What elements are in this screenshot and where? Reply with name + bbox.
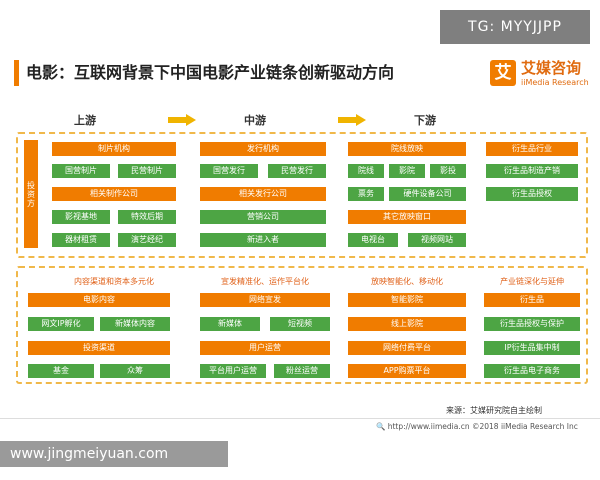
node-chain: 院线 bbox=[348, 164, 384, 178]
node-state-distribution: 国营发行 bbox=[200, 164, 258, 178]
node-other-windows: 其它放映窗口 bbox=[348, 210, 466, 224]
node-crowdfunding: 众筹 bbox=[100, 364, 170, 378]
node-film-base: 影视基地 bbox=[52, 210, 110, 224]
node-derivative-manufacture: 衍生品制造产销 bbox=[486, 164, 578, 178]
node-license-protection: 衍生品授权与保护 bbox=[484, 317, 580, 331]
direction-label: 宣发精准化、运作平台化 bbox=[221, 277, 309, 286]
node-new-media: 新媒体 bbox=[200, 317, 260, 331]
node-cinema-chain: 院线放映 bbox=[348, 142, 466, 156]
node-smart-cinema: 智能影院 bbox=[348, 293, 466, 307]
title-accent-bar bbox=[14, 60, 19, 86]
footer-copyright: 🔍 http://www.iimedia.cn ©2018 iiMedia Re… bbox=[376, 422, 578, 431]
direction-label: 产业链深化与延伸 bbox=[500, 277, 564, 286]
stage-downstream: 下游 bbox=[414, 114, 436, 127]
logo-name-en: iiMedia Research bbox=[521, 78, 589, 87]
node-cinema-invest: 影投 bbox=[430, 164, 466, 178]
node-paid-platform: 网络付费平台 bbox=[348, 341, 466, 355]
top-section-frame bbox=[16, 132, 588, 258]
logo-mark: 艾 bbox=[490, 60, 516, 86]
node-web-novel-ip: 网文IP孵化 bbox=[28, 317, 94, 331]
node-ticketing: 票务 bbox=[348, 187, 384, 201]
direction-label: 内容渠道和资本多元化 bbox=[74, 277, 154, 286]
node-distribution-org: 发行机构 bbox=[200, 142, 326, 156]
node-talent-agency: 演艺经纪 bbox=[118, 233, 176, 247]
node-private-production: 民营制片 bbox=[118, 164, 176, 178]
node-private-distribution: 民营发行 bbox=[268, 164, 326, 178]
node-video-site: 视频网站 bbox=[408, 233, 466, 247]
node-film-content: 电影内容 bbox=[28, 293, 170, 307]
node-online-cinema: 线上影院 bbox=[348, 317, 466, 331]
node-user-operation: 用户运营 bbox=[200, 341, 330, 355]
node-marketing: 营销公司 bbox=[200, 210, 326, 224]
node-hardware: 硬件设备公司 bbox=[389, 187, 466, 201]
watermark-bottom: www.jingmeiyuan.com bbox=[0, 441, 228, 467]
node-derivatives-industry: 衍生品行业 bbox=[486, 142, 578, 156]
node-derivative-license: 衍生品授权 bbox=[486, 187, 578, 201]
node-derivative-ecommerce: 衍生品电子商务 bbox=[484, 364, 580, 378]
stage-midstream: 中游 bbox=[244, 114, 266, 127]
node-state-production: 国营制片 bbox=[52, 164, 110, 178]
node-online-promotion: 网络宣发 bbox=[200, 293, 330, 307]
arrow-right-icon bbox=[168, 114, 196, 126]
page-title: 电影：互联网背景下中国电影产业链条创新驱动方向 bbox=[26, 63, 395, 82]
watermark-top: TG: MYYJJPP bbox=[440, 10, 590, 44]
node-short-video: 短视频 bbox=[270, 317, 330, 331]
node-platform-users: 平台用户运营 bbox=[200, 364, 266, 378]
node-tv: 电视台 bbox=[348, 233, 398, 247]
node-production-org: 制片机构 bbox=[52, 142, 176, 156]
node-related-distribution: 相关发行公司 bbox=[200, 187, 326, 201]
stage-upstream: 上游 bbox=[74, 114, 96, 127]
node-new-media-content: 新媒体内容 bbox=[100, 317, 170, 331]
bottom-section-frame bbox=[16, 266, 588, 384]
node-vfx: 特效后期 bbox=[118, 210, 176, 224]
node-related-production: 相关制作公司 bbox=[52, 187, 176, 201]
investor-label: 投资方 bbox=[24, 140, 38, 248]
logo-name-cn: 艾媒咨询 bbox=[521, 59, 582, 77]
node-derivatives: 衍生品 bbox=[484, 293, 580, 307]
node-cinema: 影院 bbox=[389, 164, 425, 178]
node-ticket-app: APP购票平台 bbox=[348, 364, 466, 378]
node-fan-operation: 粉丝运营 bbox=[274, 364, 330, 378]
footer-divider bbox=[0, 418, 600, 419]
source-note: 来源：艾媒研究院自主绘制 bbox=[446, 406, 542, 415]
node-newcomers: 新进入者 bbox=[200, 233, 326, 247]
node-ip-derivatives: IP衍生品集中制 bbox=[484, 341, 580, 355]
node-equipment-rental: 器材租赁 bbox=[52, 233, 110, 247]
arrow-right-icon bbox=[338, 114, 366, 126]
node-fund: 基金 bbox=[28, 364, 94, 378]
node-investment-channel: 投资渠道 bbox=[28, 341, 170, 355]
direction-label: 放映智能化、移动化 bbox=[371, 277, 443, 286]
